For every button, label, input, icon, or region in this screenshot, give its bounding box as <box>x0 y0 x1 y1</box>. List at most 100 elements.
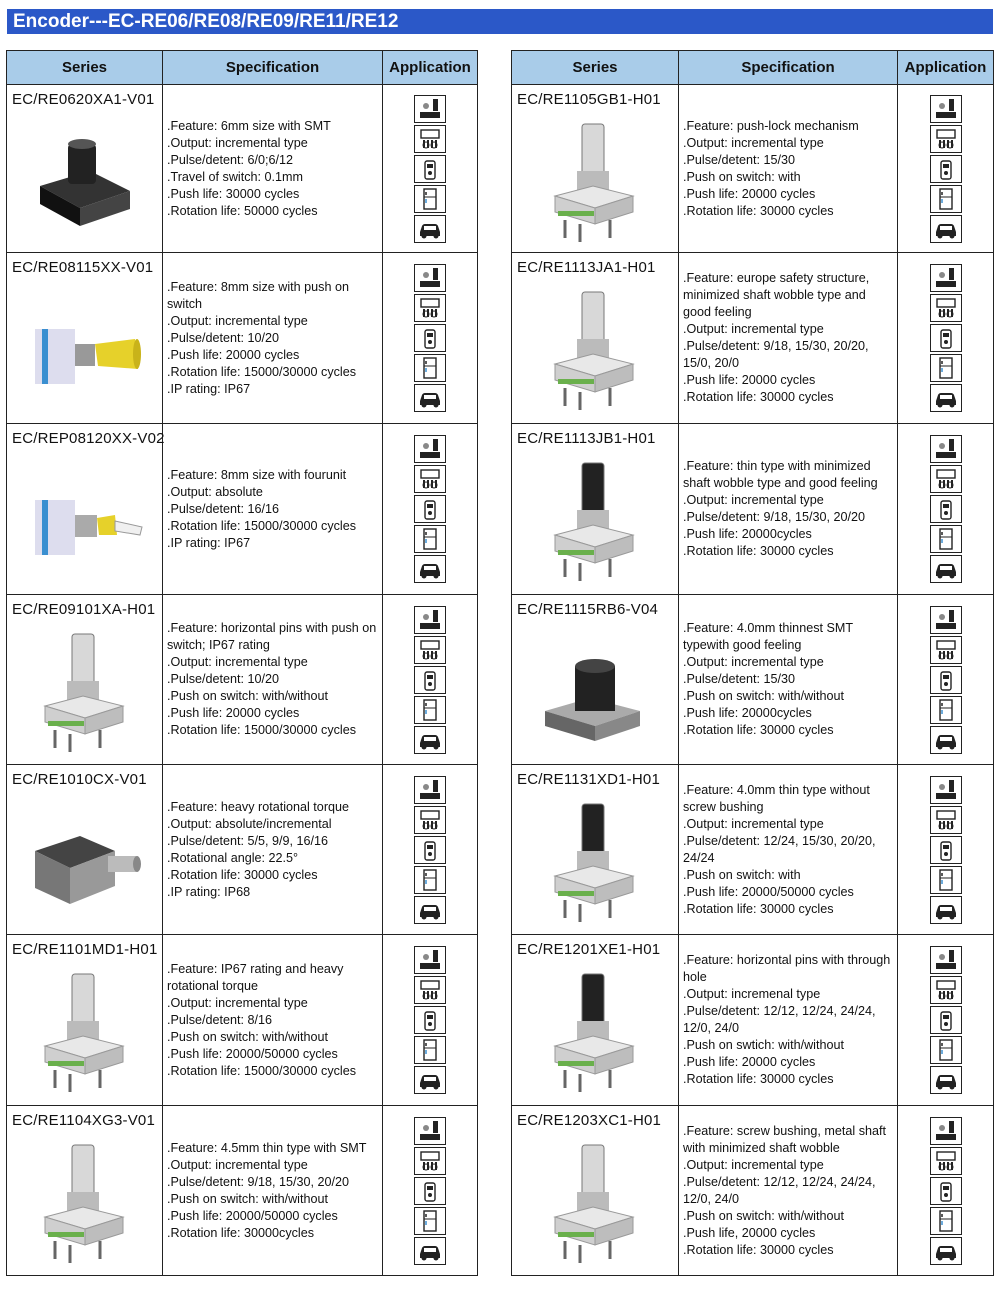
audio-device-icon <box>929 435 962 463</box>
application-header: Application <box>897 50 994 85</box>
series-cell: EC/RE1010CX-V01 <box>6 764 163 935</box>
series-name: EC/REP08120XX-V02 <box>12 430 165 447</box>
specification-cell: .Feature: thin type with minimized shaft… <box>678 423 898 595</box>
projector-icon <box>929 124 962 153</box>
spec-line: .Pulse/detent: 10/20 <box>167 330 280 345</box>
application-cell <box>382 252 478 424</box>
refrigerator-icon <box>414 525 446 553</box>
spec-line: .Push life: 20000cycles <box>683 527 812 541</box>
spec-line: .Output: incremental type <box>683 493 824 507</box>
series-name: EC/RE1203XC1-H01 <box>517 1112 662 1129</box>
application-cell <box>897 1105 994 1276</box>
spec-line: .Pulse/detent: 12/24, 15/30, 20/20, 24/2… <box>683 833 876 865</box>
refrigerator-icon <box>929 354 962 382</box>
walkie-talkie-icon <box>929 665 962 694</box>
table-row: EC/RE1113JA1-H01 .Feature: europe safety … <box>511 252 994 424</box>
series-name: EC/RE1105GB1-H01 <box>517 91 661 108</box>
projector-icon <box>414 294 446 322</box>
series-cell: EC/RE1101MD1-H01 <box>6 934 163 1106</box>
spec-list: .Feature: horizontal pins with push on s… <box>163 620 382 739</box>
spec-line: .IP rating: IP68 <box>167 884 251 899</box>
application-cell <box>897 423 994 595</box>
spec-line: .Push life: 20000cycles <box>683 706 812 720</box>
projector-icon <box>929 294 962 322</box>
spec-line: .Push life, 20000 cycles <box>683 1225 816 1240</box>
spec-line: .Rotation life: 15000/30000 cycles <box>167 364 357 379</box>
table-row: EC/RE1105GB1-H01.Feature: push-lock mech… <box>511 84 994 253</box>
refrigerator-icon <box>414 1036 446 1064</box>
spec-line: .Push life: 20000 cycles <box>167 347 300 362</box>
refrigerator-icon <box>414 1206 446 1235</box>
spec-line: .Push on switch: with/without <box>683 689 844 703</box>
product-image <box>7 796 162 924</box>
car-icon <box>929 214 962 243</box>
car-icon <box>414 895 446 924</box>
spec-line: .Feature: heavy rotational torque <box>167 799 350 814</box>
spec-list: .Feature: horizontal pins with through h… <box>679 952 897 1088</box>
walkie-talkie-icon <box>414 1176 446 1205</box>
refrigerator-icon <box>929 1206 962 1235</box>
audio-device-icon <box>414 605 446 634</box>
table-row: EC/REP08120XX-V02 .Feature: 8mm size with… <box>6 423 478 595</box>
series-name: EC/RE0620XA1-V01 <box>12 91 155 108</box>
spec-line: .Rotation life: 15000/30000 cycles <box>167 723 357 737</box>
spec-line: .Feature: 8mm size with push on switch <box>167 279 349 311</box>
spec-line: .Output: incremental type <box>167 1157 308 1172</box>
application-cell <box>897 934 994 1106</box>
spec-line: .Output: incremental type <box>167 655 308 669</box>
series-name: EC/RE08115XX-V01 <box>12 259 154 276</box>
refrigerator-icon <box>929 525 962 553</box>
application-cell <box>897 764 994 935</box>
specification-cell: .Feature: screw bushing, metal shaft wit… <box>678 1105 898 1276</box>
product-image <box>512 796 678 924</box>
car-icon <box>414 725 446 754</box>
table-row: EC/RE1113JB1-H01.Feature: thin type with… <box>511 423 994 595</box>
application-cell <box>382 594 478 765</box>
specification-cell: .Feature: horizontal pins with through h… <box>678 934 898 1106</box>
specification-header: Specification <box>162 50 383 85</box>
audio-device-icon <box>414 775 446 804</box>
spec-line: .Push on swtich: with/without <box>683 1038 844 1052</box>
series-name: EC/RE1113JA1-H01 <box>517 259 656 276</box>
refrigerator-icon <box>414 354 446 382</box>
spec-line: .Rotation life: 30000 cycles <box>683 723 834 737</box>
series-cell: EC/RE1104XG3-V01 <box>6 1105 163 1276</box>
walkie-talkie-icon <box>414 835 446 864</box>
spec-line: .Rotation life: 30000 cycles <box>683 203 834 218</box>
car-icon <box>414 384 446 412</box>
application-cell <box>382 84 478 253</box>
spec-line: .Rotation life: 50000 cycles <box>167 203 318 218</box>
walkie-talkie-icon <box>929 495 962 523</box>
spec-list: .Feature: europe safety structure, minim… <box>679 270 897 406</box>
spec-list: .Feature: IP67 rating and heavy rotation… <box>163 961 382 1080</box>
spec-line: .Rotation life: 30000 cycles <box>167 867 318 882</box>
spec-line: .Rotational angle: 22.5° <box>167 850 299 865</box>
spec-line: .Rotation life: 30000cycles <box>167 1225 315 1240</box>
product-image <box>512 455 678 583</box>
spec-line: .Feature: europe safety structure, minim… <box>683 271 870 319</box>
spec-line: .Output: incremental type <box>167 995 308 1010</box>
spec-line: .Output: incremental type <box>683 655 824 669</box>
table-row: EC/RE1010CX-V01 .Feature: heavy rotationa… <box>6 764 478 935</box>
product-image <box>512 1137 678 1265</box>
audio-device-icon <box>929 946 962 974</box>
product-image <box>512 626 678 754</box>
car-icon <box>929 555 962 583</box>
application-cell <box>382 764 478 935</box>
application-cell <box>382 423 478 595</box>
walkie-talkie-icon <box>414 1006 446 1034</box>
product-image <box>7 116 162 244</box>
spec-line: .Rotation life: 30000 cycles <box>683 544 834 558</box>
refrigerator-icon <box>929 865 962 894</box>
spec-line: .Output: incremenal type <box>683 987 821 1001</box>
specification-cell: .Feature: 6mm size with SMT.Output: incr… <box>162 84 383 253</box>
projector-icon <box>929 465 962 493</box>
spec-line: .Output: incremental type <box>683 135 824 150</box>
spec-line: .Output: incremental type <box>683 1157 824 1172</box>
walkie-talkie-icon <box>414 324 446 352</box>
spec-line: .Pulse/detent: 5/5, 9/9, 16/16 <box>167 833 329 848</box>
audio-device-icon <box>414 94 446 123</box>
spec-list: .Feature: 8mm size with fourunit.Output:… <box>163 467 382 552</box>
product-image <box>7 455 162 583</box>
audio-device-icon <box>414 1116 446 1145</box>
